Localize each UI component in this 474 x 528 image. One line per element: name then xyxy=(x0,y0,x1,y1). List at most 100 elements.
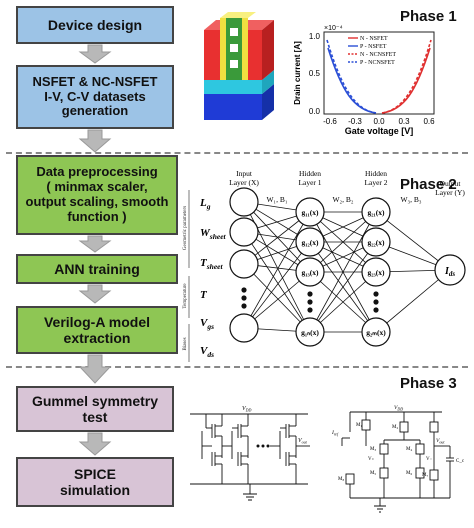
hidden1-title-2: Layer 1 xyxy=(298,178,321,187)
iref-label: Iref xyxy=(331,430,339,437)
svg-text:M₂: M₂ xyxy=(392,425,398,430)
p-ncnsfet-curve xyxy=(326,39,377,114)
legend-entry-1: N - NSFET xyxy=(360,36,388,42)
x-tick-2: -0.3 xyxy=(348,117,362,126)
ground-symbol xyxy=(374,505,386,513)
dataset-line-2: I-V, C-V datasets xyxy=(44,88,146,104)
arrow-4 xyxy=(78,284,112,304)
hidden1-title-1: Hidden xyxy=(299,169,321,178)
input-node-3 xyxy=(229,249,259,279)
gummel-test-box: Gummel symmetry test xyxy=(16,386,174,432)
h1-ellipsis-dot-1 xyxy=(307,291,313,297)
preprocessing-line-1: Data preprocessing xyxy=(36,164,158,180)
device-design-box: Device design xyxy=(16,6,174,44)
h2-ellipsis-dot-2 xyxy=(373,299,379,305)
dataset-line-3: generation xyxy=(61,103,129,119)
ground-symbol xyxy=(243,493,257,501)
phase-1-label: Phase 1 xyxy=(400,8,457,25)
weight-label-3: W₃, B₃ xyxy=(400,195,421,204)
substrate-front xyxy=(204,94,262,120)
h1-node-label-2: g₁₂(x) xyxy=(302,238,319,247)
h1-node-label-3: g₁₃(x) xyxy=(302,268,319,277)
vout-label: Vout xyxy=(298,438,308,445)
svg-text:C_c: C_c xyxy=(456,459,465,464)
x-tick-1: -0.6 xyxy=(323,117,337,126)
weight-label-2: W₂, B₂ xyxy=(332,195,353,204)
h2-node-label-2: g₂₂(x) xyxy=(368,238,385,247)
h2-node-4 xyxy=(361,317,391,347)
dataset-line-1: NSFET & NC-NSFET xyxy=(32,73,158,89)
h1-node-3 xyxy=(295,257,325,287)
n-ncnsfet-curve xyxy=(381,39,432,114)
preprocessing-line-2: ( minmax scaler, xyxy=(46,179,148,195)
y-tick-2: 0.5 xyxy=(309,69,321,78)
svg-text:M₄: M₄ xyxy=(406,447,412,452)
x-tick-5: 0.6 xyxy=(423,117,435,126)
vdd-label: VDD xyxy=(242,406,252,413)
group-biases: Biases xyxy=(183,337,188,350)
iv-curve-plot: ×10⁻⁴ 1.0 0.5 0.0 -0.6 -0.3 0.0 0.3 0.6 … xyxy=(293,25,435,136)
x-axis-label: Gate voltage [V] xyxy=(345,126,414,136)
preprocessing-line-4: function ) xyxy=(67,208,127,224)
plot-legend: N - NSFET P - NSFET N - NCNSFET P - NCNS… xyxy=(348,36,396,66)
svg-text:M₆: M₆ xyxy=(406,471,412,476)
ann-edge xyxy=(243,211,311,329)
ann-edge xyxy=(309,271,377,333)
weight-labels: W₁, B₁ W₂, B₂ W₃, B₃ xyxy=(266,195,421,204)
y-multiplier: ×10⁻⁴ xyxy=(324,25,343,32)
h1-node-label-4: g₁ₙ(x) xyxy=(301,328,319,337)
verilog-a-box: Verilog-A model extraction xyxy=(16,306,178,354)
phase-separator-1 xyxy=(6,152,468,154)
input-node-1 xyxy=(229,187,259,217)
vdd-label: VDD xyxy=(394,405,403,412)
group-temperature: Temperature xyxy=(183,283,188,309)
h2-node-1 xyxy=(361,197,391,227)
arrow-6 xyxy=(78,432,112,456)
h1-ellipsis-dot-3 xyxy=(307,307,313,313)
ann-edge xyxy=(309,241,377,333)
h2-node-label-4: g₂ₘ(x) xyxy=(366,328,386,337)
plot-frame xyxy=(323,31,435,115)
h2-ellipsis-dot-3 xyxy=(373,307,379,313)
ann-edge xyxy=(375,269,451,333)
preprocessing-line-3: output scaling, smooth xyxy=(25,194,169,209)
svg-text:V₊: V₊ xyxy=(368,457,375,462)
input-symbol-1: Lg xyxy=(199,197,211,211)
svg-text:M₁: M₁ xyxy=(356,423,362,428)
input-ellipsis-dot-3 xyxy=(241,303,247,309)
gummel-line-1: Gummel symmetry xyxy=(31,392,159,409)
arrow-3 xyxy=(78,235,112,253)
h1-node-1 xyxy=(295,197,325,227)
svg-text:M₅: M₅ xyxy=(370,471,376,476)
input-symbol-5: Vgs xyxy=(200,317,214,331)
output-title-1: Output xyxy=(440,179,462,188)
input-node-4 xyxy=(229,313,259,343)
legend-entry-4: P - NCNSFET xyxy=(360,60,395,66)
ann-training-box: ANN training xyxy=(16,254,178,284)
group-geometric: Geometric parameters xyxy=(183,206,188,250)
substrate-side xyxy=(262,84,274,120)
legend-entry-3: N - NCNSFET xyxy=(360,52,396,58)
ann-edge xyxy=(309,211,377,273)
h2-node-label-1: g₂₁(x) xyxy=(368,208,385,217)
ann-edge xyxy=(243,241,311,329)
inverter-chain-circuit: VDD Vout xyxy=(190,406,310,501)
nanosheet-1 xyxy=(230,28,238,36)
legend-entry-2: P - NSFET xyxy=(360,44,387,50)
input-ellipsis-dot-2 xyxy=(241,295,247,301)
ann-edge xyxy=(375,211,451,271)
dataset-generation-box: NSFET & NC-NSFET I-V, C-V datasets gener… xyxy=(16,65,174,129)
nanosheet-3 xyxy=(230,60,238,68)
spice-line-2: simulation xyxy=(59,482,130,498)
arrow-2 xyxy=(78,129,112,153)
arrow-1 xyxy=(78,44,112,64)
device-design-text: Device design xyxy=(47,16,143,33)
h2-ellipsis-dot-1 xyxy=(373,291,379,297)
weight-label-1: W₁, B₁ xyxy=(266,195,287,204)
data-preprocessing-box: Data preprocessing ( minmax scaler, outp… xyxy=(16,155,178,235)
y-tick-1: 1.0 xyxy=(309,32,321,41)
phase-2-label: Phase 2 xyxy=(400,176,457,193)
verilog-line-1: Verilog-A model xyxy=(43,313,151,330)
